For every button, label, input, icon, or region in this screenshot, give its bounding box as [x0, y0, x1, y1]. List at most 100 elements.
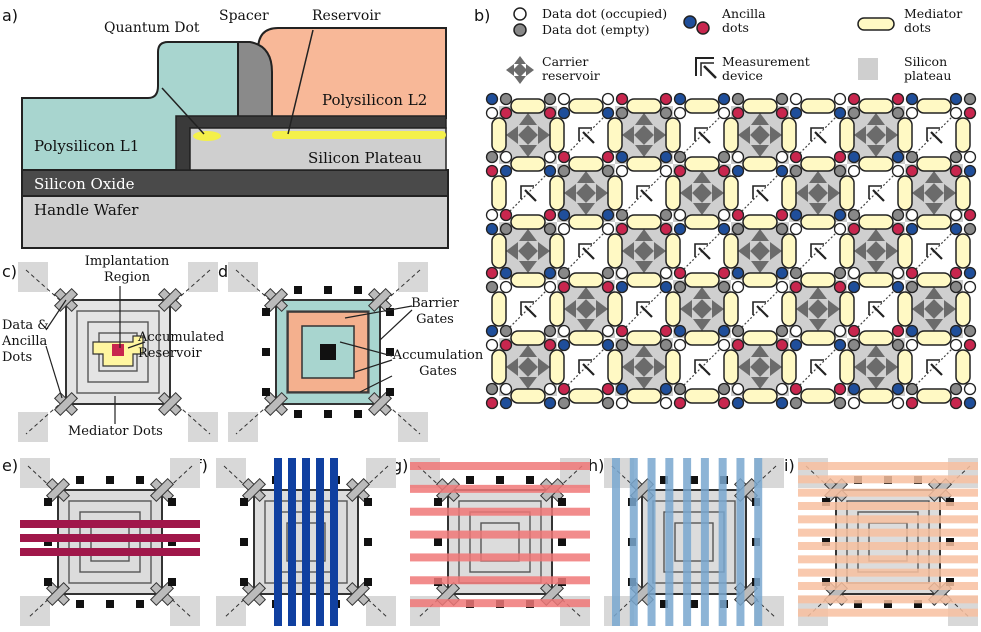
lattice-dot	[659, 106, 673, 120]
gate-line-group	[798, 462, 978, 617]
measurement-device-icon	[868, 301, 885, 318]
central-island	[641, 489, 747, 595]
lattice-dot	[485, 106, 499, 120]
gate-line	[20, 534, 200, 542]
mediator-dot	[800, 330, 836, 346]
mediator-dot	[607, 349, 623, 385]
lattice-dot	[615, 266, 629, 280]
contact-pad	[526, 476, 534, 484]
lattice-dot	[847, 92, 861, 106]
contact-pad	[364, 498, 372, 506]
measurement-device-icon	[868, 185, 885, 202]
mediator-dot	[665, 117, 681, 153]
lattice-dot	[949, 324, 963, 338]
lattice-dot	[775, 92, 789, 106]
lattice-dot	[731, 324, 745, 338]
mediator-dots-label: Mediator Dots	[68, 424, 163, 439]
lattice-dot	[891, 396, 905, 410]
lattice-dot	[659, 382, 673, 396]
corner-gate-cluster	[149, 581, 175, 607]
lattice-dot	[731, 164, 745, 178]
lattice-dot	[847, 222, 861, 236]
lattice-dot	[775, 106, 789, 120]
lattice-dot	[673, 106, 687, 120]
mediator-dot	[510, 388, 546, 404]
gate-line	[410, 462, 590, 470]
mediator-dot	[549, 349, 565, 385]
mediator-dot	[858, 272, 894, 288]
measurement-device-icon	[636, 301, 653, 318]
panel-h-label: h)	[588, 456, 605, 475]
gate-line-group	[20, 520, 200, 556]
mediator-dot	[568, 330, 604, 346]
lattice-dot	[615, 222, 629, 236]
silicon-oxide-label: Silicon Oxide	[34, 175, 135, 193]
lattice-dot	[601, 280, 615, 294]
mediator-dot	[742, 330, 778, 346]
lattice-dot	[731, 150, 745, 164]
lattice-dot	[499, 92, 513, 106]
lattice-dot	[949, 266, 963, 280]
contact-pad	[914, 600, 922, 608]
panel-g-label: g)	[392, 456, 409, 475]
lattice-dot	[775, 164, 789, 178]
lattice-dot	[789, 338, 803, 352]
lattice-dot	[789, 280, 803, 294]
lattice-dot	[615, 208, 629, 222]
lattice-dot	[557, 222, 571, 236]
mediator-dot	[568, 388, 604, 404]
lattice-dot	[789, 208, 803, 222]
contact-pad	[262, 388, 270, 396]
diagonal-line	[25, 269, 211, 435]
gate-trace	[87, 321, 149, 383]
lattice-dot	[659, 324, 673, 338]
lattice-dot	[499, 150, 513, 164]
gate-line	[274, 458, 282, 626]
lattice-dot	[833, 266, 847, 280]
lattice-dot	[891, 106, 905, 120]
mediator-dot	[781, 175, 797, 211]
lattice-dot	[485, 92, 499, 106]
contact-pad	[434, 498, 442, 506]
lattice-dot	[775, 338, 789, 352]
mediator-dot	[684, 98, 720, 114]
measurement-device-icon	[695, 57, 717, 79]
contact-pad	[76, 476, 84, 484]
accumulated-reservoir-label: Accumulated Reservoir	[138, 330, 225, 361]
measurement-device-icon	[926, 243, 943, 260]
data-dot-occupied-icon	[513, 7, 527, 21]
gate-line	[736, 458, 745, 626]
silicon-plateau-icon	[858, 58, 878, 80]
mediator-dot	[858, 330, 894, 346]
lattice-dot	[949, 106, 963, 120]
spacer-layer	[237, 41, 273, 119]
diagonal-line	[235, 269, 421, 435]
lattice-dot	[847, 338, 861, 352]
gate-line	[302, 458, 310, 626]
handle-wafer-layer	[21, 195, 449, 249]
mediator-dot	[742, 388, 778, 404]
mediator-dot	[916, 388, 952, 404]
mediator-dot	[607, 175, 623, 211]
lattice-dot	[949, 92, 963, 106]
lattice-dot	[485, 324, 499, 338]
contact-pad	[854, 600, 862, 608]
contact-pad	[354, 410, 362, 418]
lattice-dot	[731, 382, 745, 396]
lattice-dot	[543, 164, 557, 178]
contact-pad	[660, 476, 668, 484]
lattice-dot	[963, 324, 977, 338]
corner-gate-cluster	[53, 391, 79, 417]
lattice-dot	[775, 382, 789, 396]
lattice-dot	[673, 324, 687, 338]
lattice-dot	[499, 106, 513, 120]
contact-pad	[240, 498, 248, 506]
lattice-dot	[905, 280, 919, 294]
mediator-dot	[665, 349, 681, 385]
mediator-dot	[684, 156, 720, 172]
lattice-dot	[949, 338, 963, 352]
panel-c-label: c)	[2, 262, 18, 281]
mediator-dot	[723, 291, 739, 327]
carrier-reservoir-icon	[506, 56, 534, 84]
gate-line	[798, 475, 978, 484]
